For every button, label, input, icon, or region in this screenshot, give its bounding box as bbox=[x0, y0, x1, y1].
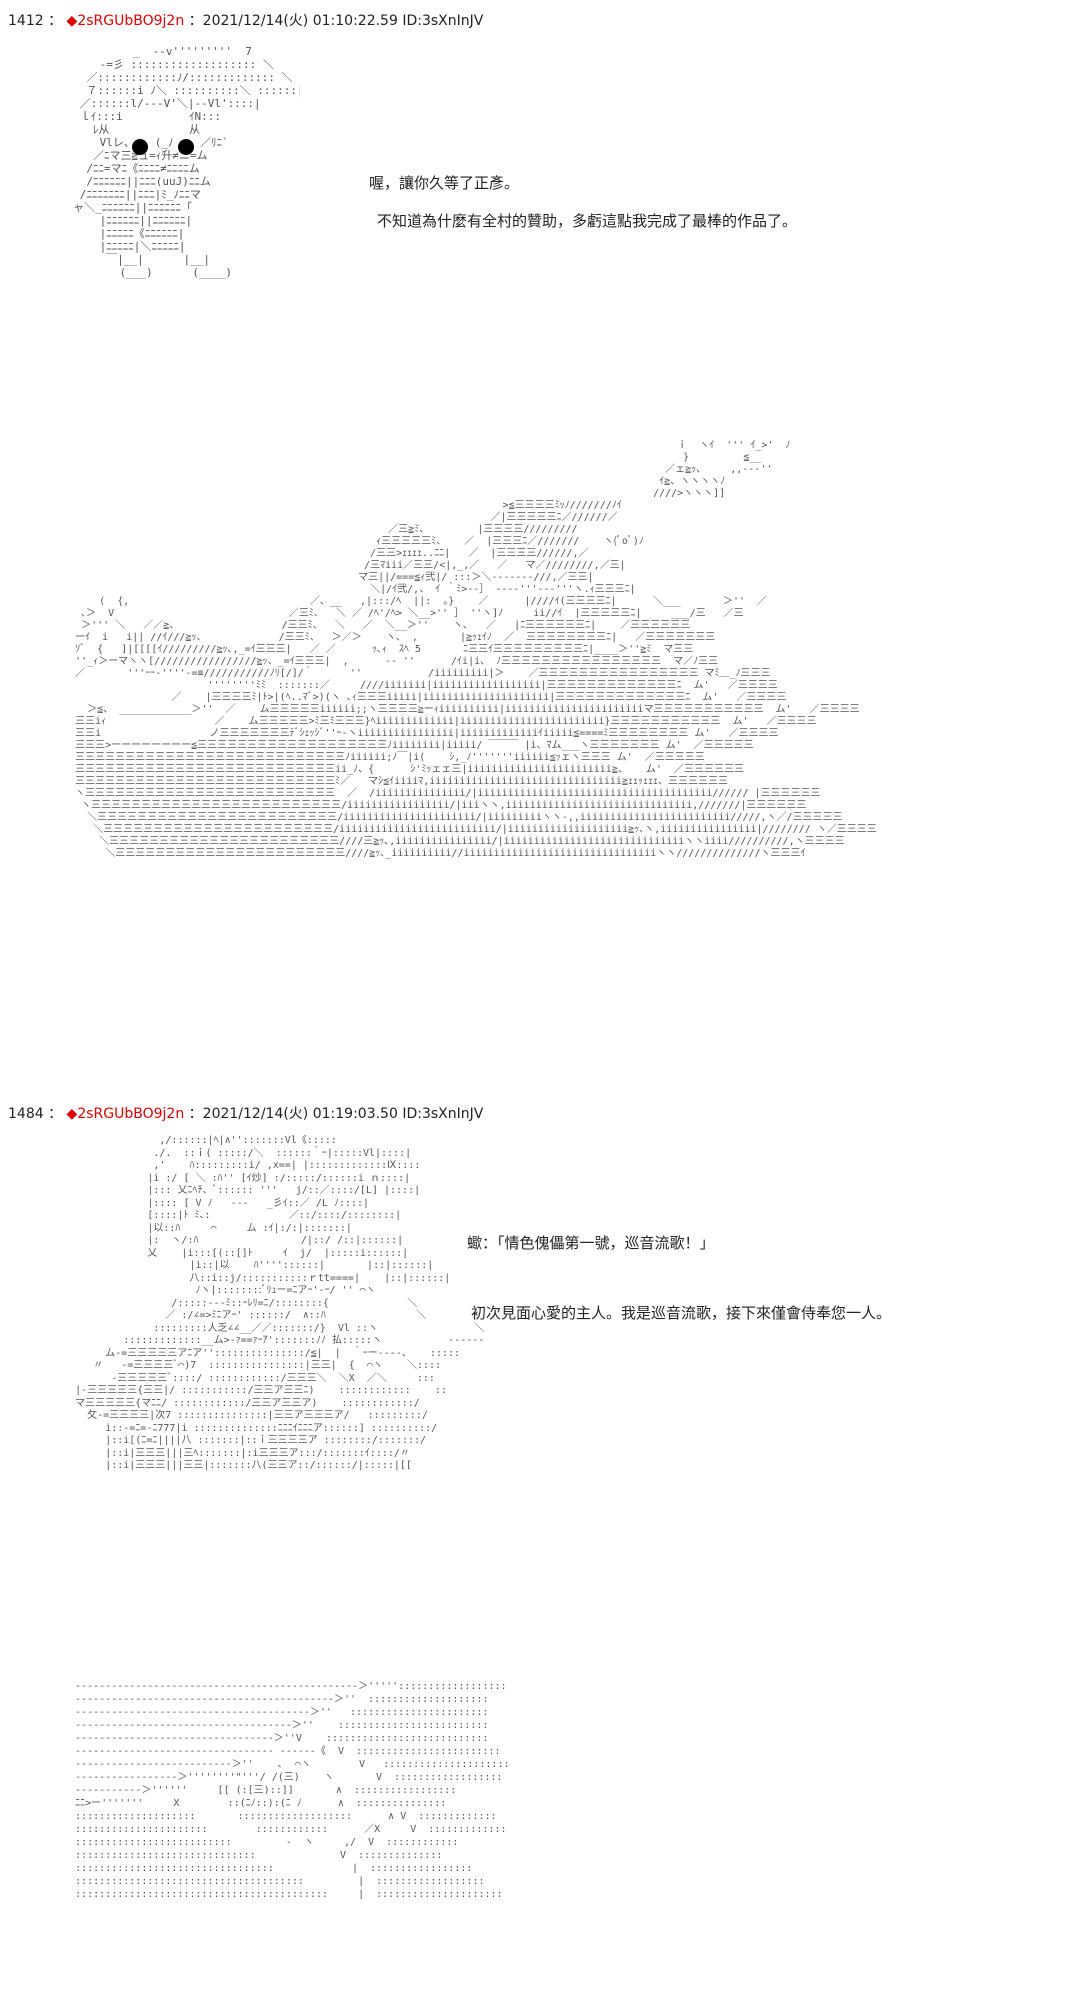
ascii-art-girl: ,/::::::|ﾍ|∧'':::::::Vl《::::: ./. ::ｉ( :… bbox=[75, 1135, 485, 1471]
post-number: 1484 bbox=[8, 1106, 44, 1122]
post-separator: ： bbox=[48, 13, 63, 29]
character-eyes-icon bbox=[132, 139, 194, 155]
post-separator: ： bbox=[48, 1106, 63, 1122]
ascii-art-character: _ ‐‐v''''''''' 7 ‐=彡 :::::::::::::::::::… bbox=[73, 45, 300, 279]
post-trip[interactable]: 2sRGUbBO9j2n bbox=[77, 13, 185, 29]
dialog-line: 不知道為什麼有全村的贊助，多虧這點我完成了最棒的作品了。 bbox=[377, 212, 798, 230]
trip-diamond-icon: ◆ bbox=[66, 13, 78, 29]
post-datetime: ：2021/12/14(火) 01:10:22.59 ID:3sXnInJV bbox=[188, 13, 484, 29]
dialog-line: 初次見面心愛的主人。我是巡音流歌，接下來僅會侍奉您一人。 bbox=[471, 1304, 892, 1322]
dialog-line: 喔，讓你久等了正彥。 bbox=[369, 174, 520, 192]
post-datetime: ：2021/12/14(火) 01:19:03.50 ID:3sXnInJV bbox=[188, 1106, 484, 1122]
post-header-1412: 1412 ： ◆2sRGUbBO9j2n ：2021/12/14(火) 01:1… bbox=[8, 10, 483, 30]
dialog-line: 蠍：「情色傀儡第一號，巡音流歌！」 bbox=[467, 1234, 715, 1252]
ascii-art-closeup: ‐‐‐‐‐‐‐‐‐‐‐‐‐‐‐‐‐‐‐‐‐‐‐‐‐‐‐‐‐‐‐‐‐‐‐‐‐‐‐‐… bbox=[75, 1681, 510, 1900]
post-number: 1412 bbox=[8, 13, 44, 29]
post-header-1484: 1484 ： ◆2sRGUbBO9j2n ：2021/12/14(火) 01:1… bbox=[8, 1103, 483, 1123]
trip-diamond-icon: ◆ bbox=[66, 1106, 78, 1122]
ascii-art-scene: ｉ ヽｲ ''' ｲ_>' ﾉ } ≦__ bbox=[75, 440, 877, 859]
post-trip[interactable]: 2sRGUbBO9j2n bbox=[77, 1106, 185, 1122]
